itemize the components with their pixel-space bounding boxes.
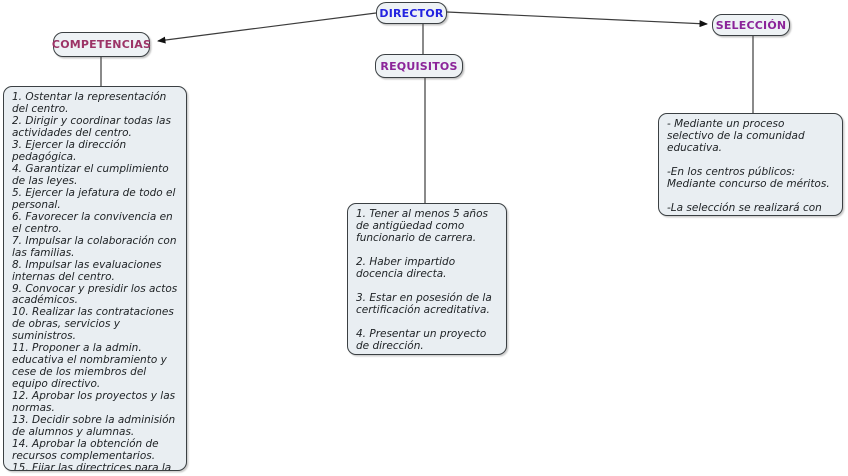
list-item: 7. Impulsar la colaboración con las fami…	[12, 234, 177, 259]
node-seleccion[interactable]: SELECCIÓN	[712, 14, 790, 36]
list-item: 13. Decidir sobre la adminisión de alumn…	[12, 414, 176, 439]
list-item: 1. Tener al menos 5 años de antigüedad c…	[356, 208, 488, 244]
node-competencias-label: COMPETENCIAS	[51, 38, 152, 51]
node-director-label: DIRECTOR	[379, 6, 444, 20]
node-competencias[interactable]: COMPETENCIAS	[51, 32, 152, 57]
list-item: -En los centros públicos: Mediante concu…	[667, 165, 830, 190]
edge-director-competencias	[157, 12, 377, 44]
box-requisitos-list[interactable]: 1. Tener al menos 5 años de antigüedad c…	[347, 203, 507, 355]
list-item: 15. Fijar las directrices para la colabo…	[12, 462, 172, 471]
list-item: - Mediante un proceso selectivo de la co…	[667, 118, 805, 154]
list-item: 8. Impulsar las evaluaciones internas de…	[12, 258, 162, 283]
list-item: 2. Haber impartido docencia directa.	[356, 255, 456, 280]
list-item: 6. Favorecer la convivencia en el centro…	[12, 210, 173, 235]
list-item: 4. Presentar un proyecto de dirección.	[356, 327, 487, 352]
list-item: 14. Aprobar la obtención de recursos com…	[12, 438, 159, 463]
box-competencias-list[interactable]: 1. Ostentar la representación del centro…	[3, 86, 187, 471]
list-item: 11. Proponer a la admin. educativa el no…	[12, 342, 167, 391]
box-seleccion-list[interactable]: - Mediante un proceso selectivo de la co…	[658, 113, 843, 216]
node-seleccion-label: SELECCIÓN	[715, 18, 787, 32]
list-item: 5. Ejercer la jefatura de todo el person…	[12, 186, 176, 211]
edge-director-seleccion	[446, 11, 708, 28]
node-requisitos[interactable]: REQUISITOS	[375, 54, 463, 78]
list-item: 3. Estar en posesión de la certificación…	[356, 291, 492, 316]
list-item: 4. Garantizar el cumplimiento de las ley…	[12, 162, 169, 187]
list-item: 10. Realizar las contrataciones de obras…	[12, 306, 174, 343]
list-item: 3. Ejercer la dirección pedagógica.	[12, 138, 127, 163]
list-item: 1. Ostentar la representación del centro…	[12, 91, 167, 115]
list-item: 12. Aprobar los proyectos y las normas.	[12, 390, 176, 415]
list-item: 2. Dirigir y coordinar todas las activid…	[12, 114, 171, 139]
node-requisitos-label: REQUISITOS	[380, 59, 458, 73]
list-item: -La selección se realizará con conformid…	[667, 201, 822, 215]
node-director[interactable]: DIRECTOR	[376, 2, 447, 24]
list-item: 9. Convocar y presidir los actos académi…	[12, 282, 178, 307]
